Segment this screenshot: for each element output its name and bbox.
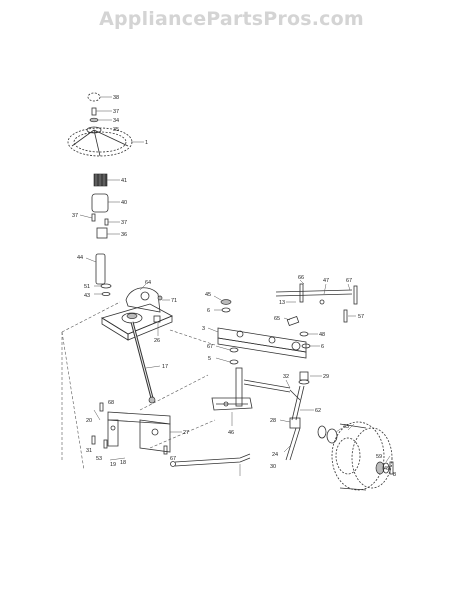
spindle — [279, 371, 322, 461]
drag-link — [170, 453, 251, 476]
wheel-cap — [87, 92, 112, 102]
wheel-adapter — [93, 173, 120, 187]
spacer-top — [213, 295, 232, 313]
callout-45: 45 — [205, 292, 211, 298]
steering-wheel — [67, 126, 144, 157]
callout-51: 51 — [84, 284, 90, 290]
callout-31: 31 — [86, 448, 92, 454]
callout-18: 18 — [120, 460, 126, 466]
lower-bracket — [91, 402, 182, 461]
left-bushings — [215, 345, 239, 365]
callout-38: 38 — [113, 95, 119, 101]
callout-17: 17 — [162, 364, 168, 370]
callout-65: 65 — [274, 316, 280, 322]
watermark: AppliancePartsPros.com — [99, 8, 364, 30]
callout-67: 67 — [207, 344, 213, 350]
frame-outline — [61, 301, 216, 471]
steering-shaft — [130, 321, 161, 404]
upper-washers — [94, 283, 112, 296]
callout-62: 62 — [315, 408, 321, 414]
callout-34: 34 — [113, 118, 119, 124]
callout-40: 40 — [121, 200, 127, 206]
callout-44: 44 — [77, 255, 83, 261]
callout-32: 32 — [283, 374, 289, 380]
front-tire — [331, 421, 393, 491]
callout-30: 30 — [270, 464, 276, 470]
callout-46: 46 — [228, 430, 234, 436]
callout-5: 5 — [208, 356, 211, 362]
front-axle — [207, 327, 307, 359]
callout-48: 48 — [319, 332, 325, 338]
callout-43b: 43 — [343, 424, 349, 430]
callout-37b: 37 — [72, 213, 78, 219]
long-tie-rod — [243, 379, 301, 401]
callout-71: 71 — [171, 298, 177, 304]
callout-53: 53 — [96, 456, 102, 462]
callout-36: 36 — [121, 232, 127, 238]
callout-1: 1 — [145, 140, 148, 146]
callout-8: 8 — [393, 472, 396, 478]
callout-27: 27 — [183, 430, 189, 436]
callout-37: 37 — [113, 109, 119, 115]
wheel-hub — [317, 425, 343, 444]
callout-59: 59 — [376, 454, 382, 460]
callout-29: 29 — [323, 374, 329, 380]
callout-6: 6 — [207, 308, 210, 314]
callout-37c: 37 — [121, 220, 127, 226]
callout-68: 68 — [108, 400, 114, 406]
callout-20: 20 — [86, 418, 92, 424]
callout-13: 13 — [279, 300, 285, 306]
steering-arm — [211, 367, 253, 426]
callout-28: 28 — [270, 418, 276, 424]
column-cover — [91, 193, 120, 213]
callout-26: 26 — [154, 338, 160, 344]
callout-57: 57 — [358, 314, 364, 320]
callout-67c: 67 — [170, 456, 176, 462]
callout-49: 49 — [384, 466, 390, 472]
callout-24: 24 — [272, 452, 278, 458]
callout-64: 64 — [145, 280, 151, 286]
callout-67b: 67 — [346, 278, 352, 284]
right-pivot — [283, 315, 320, 349]
pins-and-bushing — [79, 213, 120, 239]
callout-3: 3 — [202, 326, 205, 332]
center-bolt — [89, 107, 112, 123]
callout-35: 35 — [113, 127, 119, 133]
callout-66: 66 — [298, 275, 304, 281]
hub-cap — [375, 455, 394, 475]
callout-6b: 6 — [321, 344, 324, 350]
callout-47: 47 — [323, 278, 329, 284]
callout-43: 43 — [84, 293, 90, 299]
steering-gear-housing — [101, 283, 173, 341]
callout-41: 41 — [121, 178, 127, 184]
upper-shaft — [85, 253, 106, 285]
callout-19: 19 — [110, 462, 116, 468]
tie-rod-linkage — [275, 279, 358, 323]
